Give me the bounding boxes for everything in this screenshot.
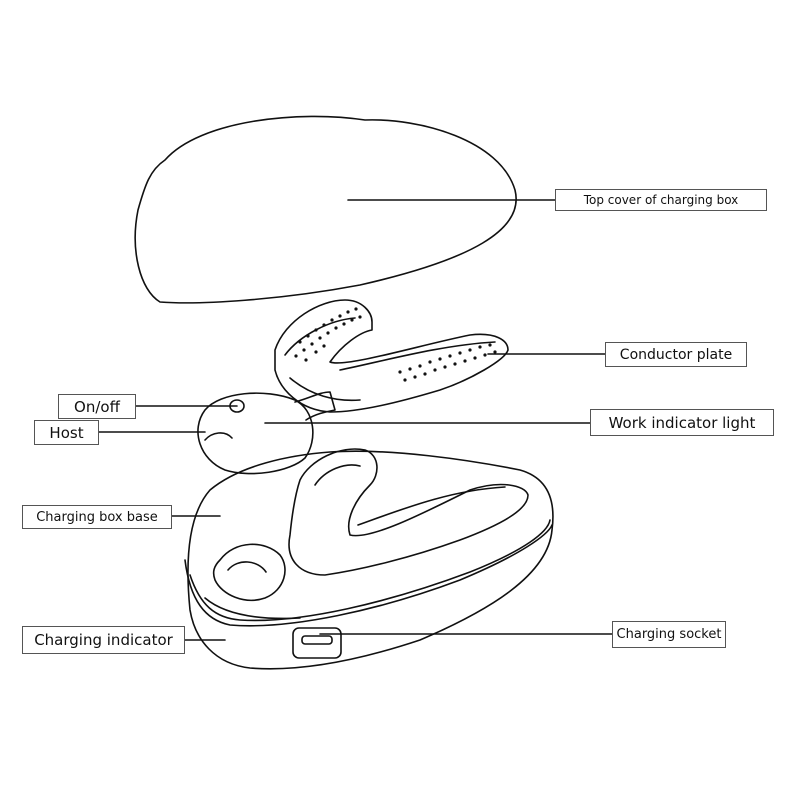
label-conductor-plate: Conductor plate: [605, 342, 747, 367]
label-work-indicator-light: Work indicator light: [590, 409, 774, 436]
label-charging-socket: Charging socket: [612, 621, 726, 648]
label-on-off: On/off: [58, 394, 136, 419]
conductor-plate-shape: [274, 299, 509, 413]
label-charging-box-base: Charging box base: [22, 505, 172, 529]
top-cover-shape: [134, 115, 517, 304]
label-top-cover: Top cover of charging box: [555, 189, 767, 211]
charging-box-base-shape: [184, 448, 554, 670]
host-shape: [197, 391, 336, 475]
label-charging-indicator: Charging indicator: [22, 626, 185, 654]
label-host: Host: [34, 420, 99, 445]
